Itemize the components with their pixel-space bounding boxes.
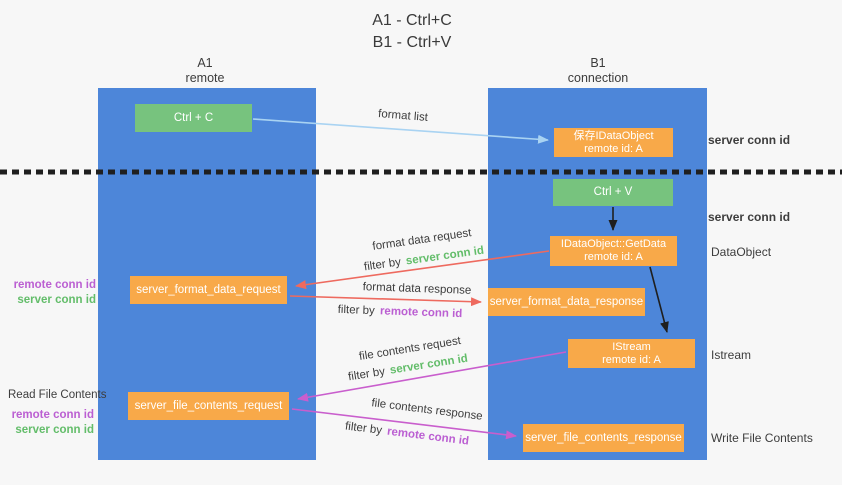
istream-line2: remote id: A xyxy=(602,353,661,366)
remote-conn-id-annotation: remote conn id xyxy=(13,279,96,291)
format-data-response-arrow xyxy=(289,295,482,307)
file-contents-response-label: file contents response xyxy=(370,397,484,423)
lifeline-header-a1: A1 remote xyxy=(145,56,265,86)
ctrl-v-box: Ctrl + V xyxy=(553,179,673,206)
server-file-contents-response-label: server_file_contents_response xyxy=(525,431,682,444)
filter-by-text: filter by xyxy=(363,256,402,274)
server-file-contents-response-box: server_file_contents_response xyxy=(523,424,684,452)
istream-box: IStream remote id: A xyxy=(568,339,695,368)
file-conn-id-pair: remote conn id server conn id xyxy=(0,408,94,438)
server-conn-id-key: server conn id xyxy=(405,244,485,268)
remote-conn-id-key: remote conn id xyxy=(386,425,470,448)
filter-by-text: filter by xyxy=(337,303,375,318)
lifeline-a1-name: A1 xyxy=(197,56,213,70)
dataobject-annotation: DataObject xyxy=(711,245,772,259)
server-format-data-request-label: server_format_data_request xyxy=(136,283,281,296)
remote-conn-id-annotation: remote conn id xyxy=(11,409,94,421)
filter-by-text: filter by xyxy=(347,365,386,384)
title-line-2: B1 - Ctrl+V xyxy=(372,34,452,51)
getdata-box: IDataObject::GetData remote id: A xyxy=(550,236,677,266)
format-conn-id-pair: remote conn id server conn id xyxy=(0,278,96,308)
server-format-data-response-label: server_format_data_response xyxy=(489,295,644,308)
istream-line1: IStream xyxy=(612,340,651,353)
save-dataobject-box: 保存IDataObject remote id: A xyxy=(554,128,673,157)
server-file-contents-request-label: server_file_contents_request xyxy=(134,399,283,412)
server-format-data-request-box: server_format_data_request xyxy=(130,276,287,304)
ctrl-c-label: Ctrl + C xyxy=(173,111,214,124)
filter-by-text: filter by xyxy=(344,420,383,437)
title-line-1: A1 - Ctrl+C xyxy=(372,12,452,29)
server-file-contents-request-box: server_file_contents_request xyxy=(128,392,289,420)
remote-conn-id-key: remote conn id xyxy=(379,305,463,321)
save-dataobject-line2: remote id: A xyxy=(584,142,643,155)
format-list-label: format list xyxy=(377,108,429,124)
istream-annotation: Istream xyxy=(711,348,752,362)
getdata-line2: remote id: A xyxy=(584,251,643,263)
ctrl-v-label: Ctrl + V xyxy=(593,186,633,198)
lifeline-header-b1: B1 connection xyxy=(538,56,658,86)
server-format-data-response-box: server_format_data_response xyxy=(488,288,645,316)
write-file-contents-annotation: Write File Contents xyxy=(711,431,813,445)
save-dataobject-line1: 保存IDataObject xyxy=(573,129,654,142)
lifeline-b1-role: connection xyxy=(567,71,629,85)
server-conn-id-annotation: server conn id xyxy=(15,424,94,436)
lifeline-a1-role: remote xyxy=(185,71,225,85)
server-conn-id-annotation-mid: server conn id xyxy=(708,210,791,224)
diagram-title: A1 - Ctrl+C B1 - Ctrl+V xyxy=(312,10,512,54)
getdata-line1: IDataObject::GetData xyxy=(560,238,667,250)
server-conn-id-annotation-top: server conn id xyxy=(708,133,791,147)
ctrl-c-box: Ctrl + C xyxy=(135,104,252,132)
lifeline-b1-name: B1 xyxy=(590,56,606,70)
read-file-contents-annotation: Read File Contents xyxy=(8,389,107,401)
file-contents-response-filter: filter by remote conn id xyxy=(344,420,469,447)
format-data-response-label: format data response xyxy=(362,281,472,297)
format-data-response-filter: filter by remote conn id xyxy=(337,304,462,320)
server-conn-id-annotation: server conn id xyxy=(17,294,96,306)
